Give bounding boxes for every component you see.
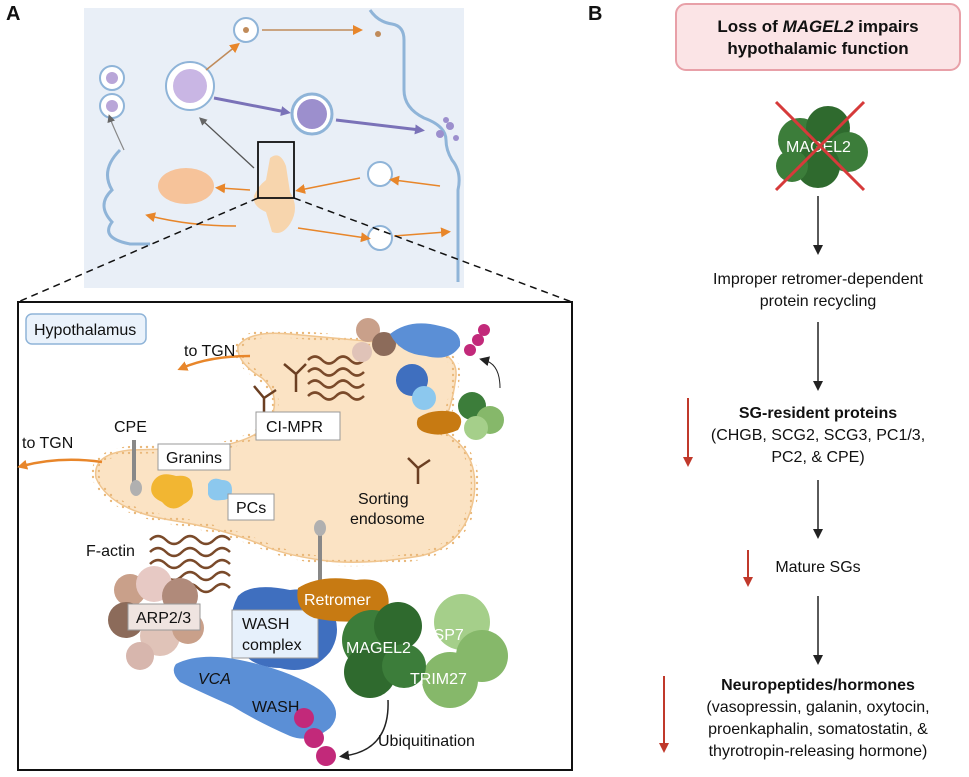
arrow-to-tgn-top — [177, 354, 251, 371]
ubiquitination-label: Ubiquitination — [378, 733, 475, 750]
magel2-usp7-trim27 — [342, 594, 508, 708]
vesicle — [367, 225, 393, 251]
step1-line2: protein recycling — [760, 293, 877, 310]
f-actin-filaments — [149, 355, 365, 594]
vca-label: VCA — [198, 671, 231, 688]
step4-line3: thyrotropin-releasing hormone) — [709, 743, 928, 760]
to-tgn-left-label: to TGN — [22, 435, 73, 452]
retromer-wash-cluster-top — [352, 318, 504, 440]
zoom-line-right — [293, 197, 573, 303]
arp23-box — [127, 603, 201, 631]
trim27-label: TRIM27 — [410, 671, 467, 688]
cpe-label: CPE — [114, 419, 147, 436]
ci-mpr-box — [255, 411, 341, 441]
hypothalamus-badge — [25, 313, 147, 345]
granins-label: Granins — [166, 450, 222, 467]
to-tgn-top-label: to TGN — [184, 343, 235, 360]
wash-complex-label-2: complex — [242, 637, 302, 654]
panel-a-letter: A — [6, 3, 20, 25]
golgi-network — [102, 148, 150, 246]
lysosome — [158, 168, 214, 204]
granins-box — [157, 443, 231, 471]
title-line-1: Loss of MAGEL2 impairs — [717, 17, 918, 36]
step4-title: Neuropeptides/hormones — [721, 677, 915, 694]
ci-mpr-label: CI-MPR — [266, 419, 323, 436]
step4-line2: proenkaphalin, somatostatin, & — [708, 721, 928, 738]
ci-mpr-receptor — [253, 363, 431, 484]
vesicle — [367, 161, 393, 187]
f-actin-label: F-actin — [86, 543, 135, 560]
granins-protein — [151, 474, 193, 509]
step1-line1: Improper retromer-dependent — [713, 271, 923, 288]
pcs-protein — [208, 478, 232, 501]
wash-label: WASH — [252, 699, 299, 716]
hypothalamus-label: Hypothalamus — [34, 322, 136, 339]
sorting-endosome-label-1: Sorting — [358, 491, 409, 508]
title-line-2: hypothalamic function — [727, 39, 908, 58]
wash-complex-label-1: WASH — [242, 616, 289, 633]
step3: Mature SGs — [775, 559, 860, 576]
usp7-label: USP7 — [422, 627, 464, 644]
small-sorting-endosome — [253, 155, 295, 233]
zoom-box — [257, 141, 295, 199]
wash-complex-box — [231, 609, 319, 659]
pcs-label: PCs — [236, 500, 266, 517]
panel-b-letter: B — [588, 3, 602, 25]
step2-title: SG-resident proteins — [739, 405, 897, 422]
zoom-line-left — [17, 197, 259, 303]
arrow-to-tgn-left — [17, 458, 103, 470]
step4-line1: (vasopressin, galanin, oxytocin, — [706, 699, 929, 716]
step2-line1: (CHGB, SCG2, SCG3, PC1/3, — [711, 427, 925, 444]
title-box — [675, 3, 961, 71]
ubiquitin-chain — [294, 708, 336, 766]
retromer-label: Retromer — [304, 592, 371, 609]
pcs-box — [227, 493, 275, 521]
ubiquitination-arrow — [339, 699, 389, 761]
sorting-endosome-label-2: endosome — [350, 511, 425, 528]
magel2-label: MAGEL2 — [346, 640, 411, 657]
plasma-membrane — [368, 9, 461, 282]
step2-line2: PC2, & CPE) — [771, 449, 864, 466]
cell-overview — [84, 8, 464, 288]
arp23-label: ARP2/3 — [136, 610, 191, 627]
cross-line-2 — [774, 100, 866, 192]
